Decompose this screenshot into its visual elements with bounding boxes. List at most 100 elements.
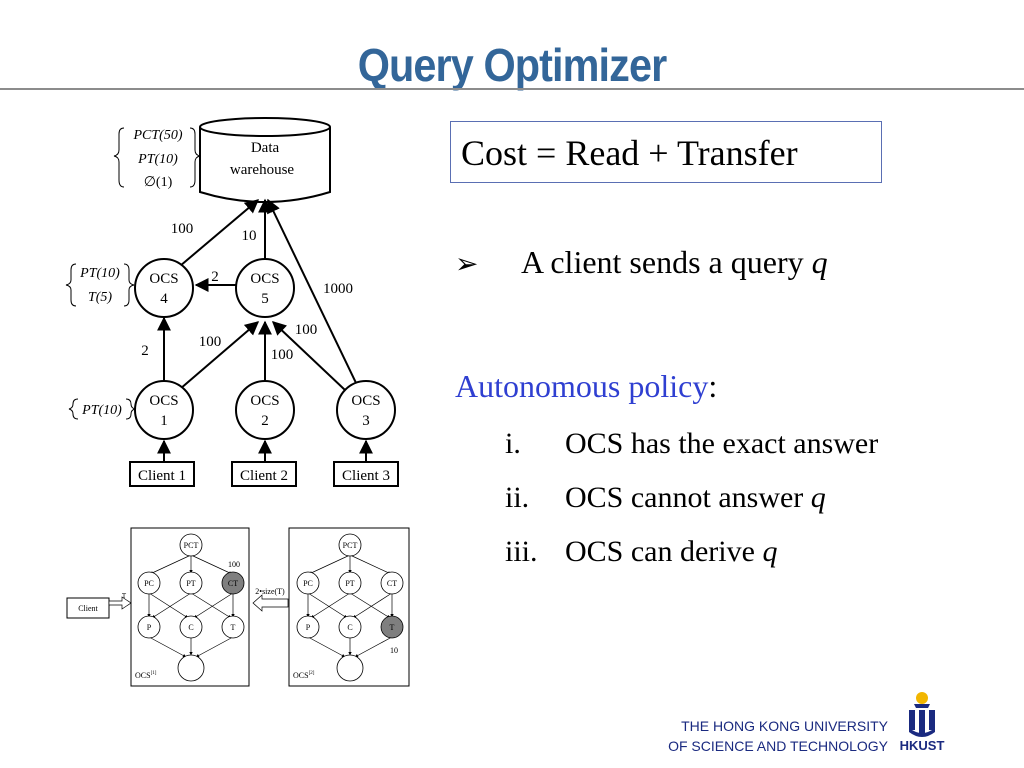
page-title: Query Optimizer [357,39,667,91]
lattice-node-t: T [390,623,395,632]
bullet-item: ➢ A client sends a query q [455,244,828,281]
warehouse-contents-brace: PCT(50) PT(10) ∅(1) [113,127,201,190]
node-label: OCS [351,393,380,409]
edge-label-ocs1-ocs4: 2 [141,343,149,359]
edge-label-ocs3-warehouse: 1000 [323,281,353,297]
lattice-node-ct: CT [387,579,397,588]
node-label: OCS [250,393,279,409]
lattice-node-p: P [306,623,311,632]
policy-item: iii. OCS can derive q [505,535,777,569]
edge-label-ocs5-ocs4: 2 [211,269,219,285]
client-box-3: Client 3 [333,461,399,487]
lattice-diagram: PCT PC PT CT P C T 100 OCS[1] Client T 2… [66,527,410,687]
hkust-logo-icon: HKUST [900,692,945,752]
university-name: THE HONG KONG UNIVERSITY OF SCIENCE AND … [620,716,888,756]
lattice-client-label: Client [78,604,98,613]
ocs-node-1: OCS 1 [134,380,194,440]
brace-item: T(5) [88,290,112,305]
client-label: Client 1 [138,468,186,484]
arrow-bullet-icon: ➢ [455,249,479,280]
edge-label-ocs5-warehouse: 10 [242,228,257,244]
node-label: OCS [149,393,178,409]
lattice-cost-label: 10 [390,646,398,655]
client-label: Client 3 [342,468,390,484]
client-label: Client 2 [240,468,288,484]
lattice-node-pt: PT [345,579,354,588]
ocs-node-5: OCS 5 [235,258,295,318]
lattice-node-p: P [147,623,152,632]
edge-label-ocs1-ocs5: 100 [199,334,222,350]
policy-colon: : [708,368,718,404]
lattice-panel-label: OCS [135,671,151,680]
node-label: OCS [250,271,279,287]
ocs-node-3: OCS 3 [336,380,396,440]
policy-item-variable: q [762,535,778,568]
node-label: 3 [362,413,370,429]
lattice-node-t: T [231,623,236,632]
ocs-network-diagram: Data warehouse PCT(50) PT(10) ∅(1) PT(10… [65,117,399,487]
lattice-node-c: C [347,623,352,632]
svg-text:OCS[2]: OCS[2] [293,671,315,680]
edge-label-ocs2-ocs5: 100 [271,347,294,363]
warehouse-label-line1: Data [251,140,280,156]
brace-item: PCT(50) [133,128,183,143]
lattice-client: Client T [66,592,132,619]
lattice-left-panel: PCT PC PT CT P C T 100 OCS[1] [130,527,250,687]
lattice-node-pt: PT [186,579,195,588]
university-name-line1: THE HONG KONG UNIVERSITY [681,718,888,734]
brace-item: PT(10) [137,152,178,167]
policy-item-text: OCS has the exact answer [565,427,879,460]
bullet-text: A client sends a query [521,244,812,280]
ocs-node-2: OCS 2 [235,380,295,440]
brace-item: PT(10) [81,403,122,418]
policy-label: Autonomous policy [455,368,709,404]
policy-heading: Autonomous policy: [455,368,717,405]
node-label: 5 [261,291,269,307]
edge-label-ocs3-ocs5: 100 [295,322,318,338]
bullet-variable: q [811,244,828,280]
lattice-node-c: C [188,623,193,632]
policy-item: i. OCS has the exact answer [505,427,878,461]
title-divider [0,88,1024,90]
brace-item: ∅(1) [144,175,173,190]
cost-formula: Cost = Read + Transfer [461,133,798,173]
policy-item-variable: q [810,481,826,514]
node-label: 1 [160,413,168,429]
lattice-cost-label: 100 [228,560,240,569]
node-label: OCS [149,271,178,287]
data-warehouse-node: Data warehouse [199,117,331,203]
ocs4-contents-brace: PT(10) T(5) [65,263,135,307]
lattice-transfer: 2•size(T) [252,587,289,612]
policy-item-number: i. [505,427,521,460]
lattice-client-arrow-label: T [122,592,127,600]
ocs1-contents-brace: PT(10) [68,398,136,420]
policy-item: ii. OCS cannot answer q [505,481,826,515]
lattice-node-pc: PC [144,579,154,588]
network-edges [157,198,373,461]
client-box-1: Client 1 [129,461,195,487]
node-label: 4 [160,291,168,307]
policy-item-number: ii. [505,481,530,514]
lattice-panel-sup: [1] [151,671,157,676]
client-box-2: Client 2 [231,461,297,487]
lattice-right-panel: PCT PC PT CT P C T 10 OCS[2] [288,527,410,687]
svg-text:OCS[1]: OCS[1] [135,671,157,680]
ocs-node-4: OCS 4 [134,258,194,318]
edge-label-ocs4-warehouse: 100 [171,221,194,237]
logo-text: HKUST [900,738,945,752]
lattice-transfer-label: 2•size(T) [255,587,285,596]
lattice-panel-label: OCS [293,671,309,680]
lattice-node-pct: PCT [343,541,358,550]
lattice-node-ct: CT [228,579,238,588]
brace-item: PT(10) [79,266,120,281]
cost-formula-box: Cost = Read + Transfer [450,121,882,183]
lattice-node-pc: PC [303,579,313,588]
policy-item-number: iii. [505,535,538,568]
warehouse-label-line2: warehouse [230,162,294,178]
policy-item-text: OCS can derive [565,535,763,568]
policy-item-text: OCS cannot answer [565,481,811,514]
lattice-node-pct: PCT [184,541,199,550]
lattice-panel-sup: [2] [309,671,315,676]
university-name-line2: OF SCIENCE AND TECHNOLOGY [668,738,888,754]
node-label: 2 [261,413,269,429]
